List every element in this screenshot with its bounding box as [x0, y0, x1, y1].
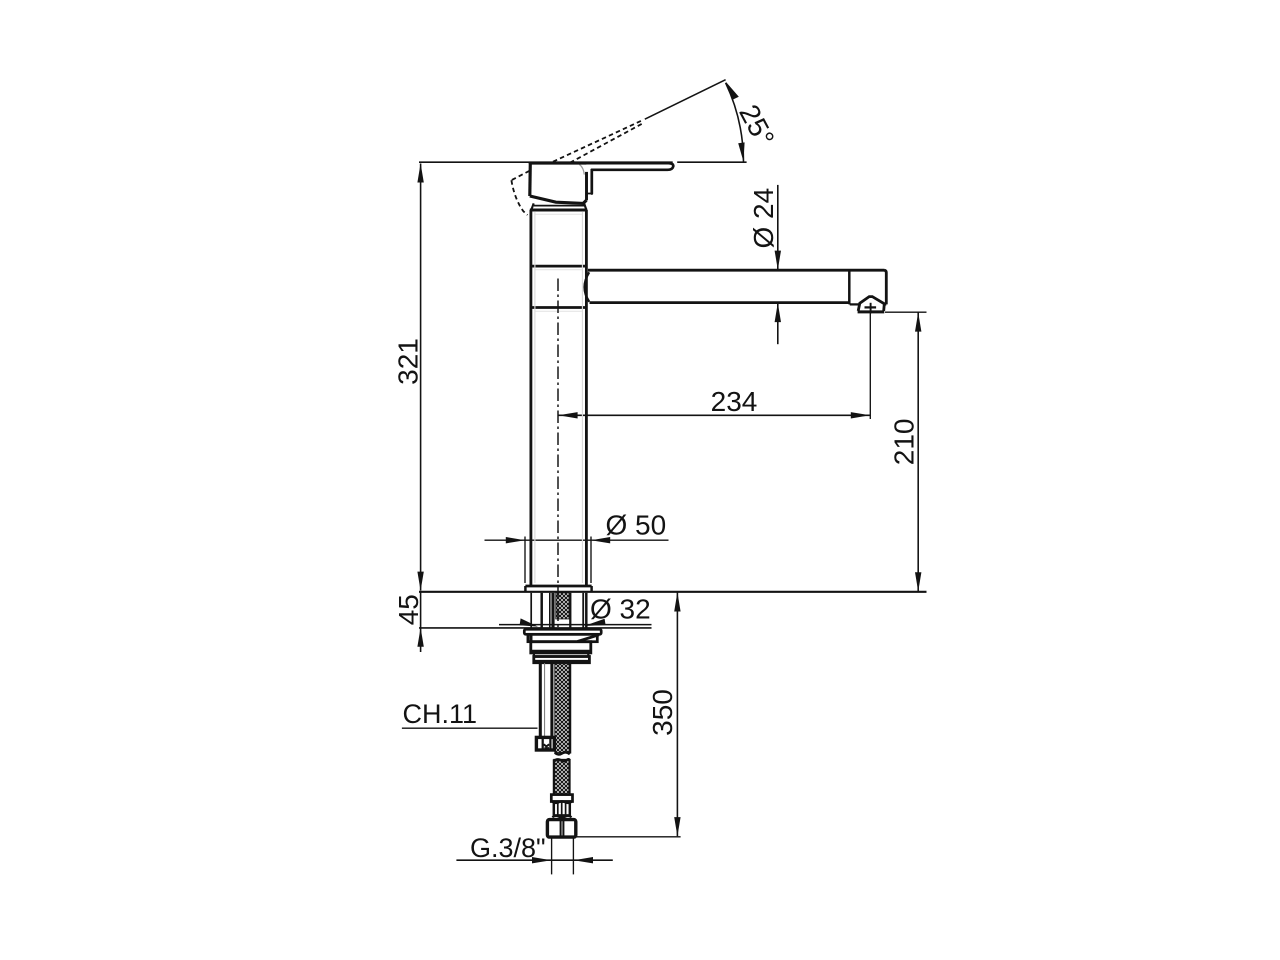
- svg-text:G.3/8": G.3/8": [470, 833, 546, 863]
- svg-text:Ø 32: Ø 32: [590, 593, 651, 624]
- svg-text:45: 45: [393, 594, 424, 625]
- svg-text:CH.11: CH.11: [403, 699, 478, 729]
- svg-text:Ø 50: Ø 50: [606, 510, 667, 541]
- svg-text:Ø 24: Ø 24: [748, 188, 779, 249]
- svg-text:234: 234: [711, 386, 758, 417]
- svg-text:210: 210: [888, 419, 919, 466]
- svg-text:350: 350: [647, 689, 678, 736]
- svg-text:321: 321: [393, 338, 424, 385]
